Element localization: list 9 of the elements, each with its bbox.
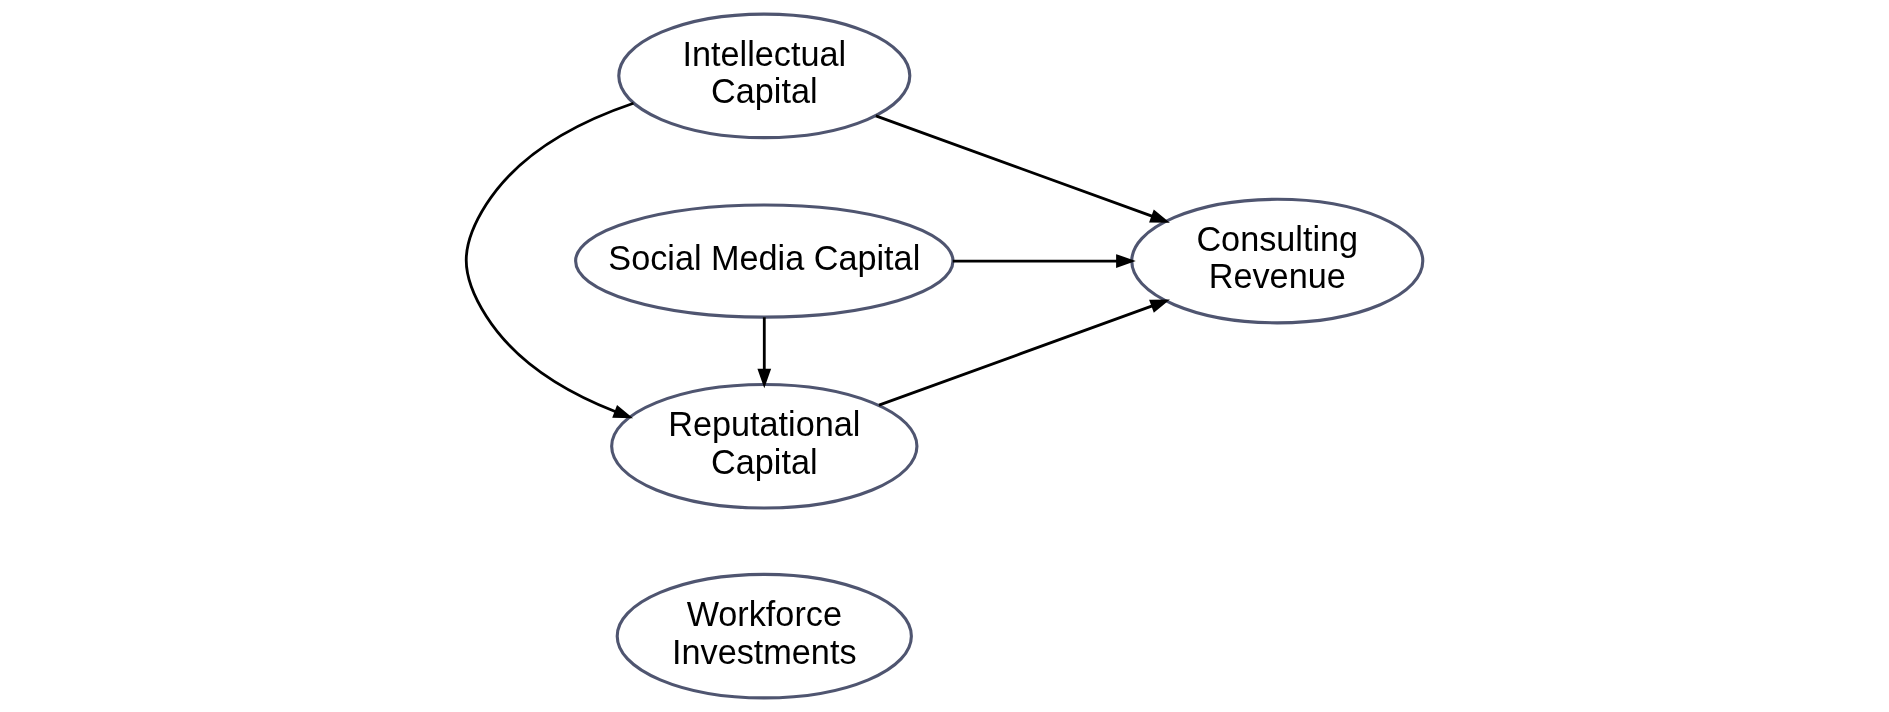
arrow [464, 101, 634, 419]
arrow [757, 317, 772, 389]
node-ellipse: Intellectual Capital [617, 12, 912, 140]
node-ellipse: Consulting Revenue [1130, 197, 1425, 325]
node-ellipse: Workforce Investments [615, 572, 913, 700]
arrow [875, 114, 1170, 223]
arrow [878, 299, 1170, 407]
arrow [952, 254, 1136, 268]
node-ellipse: Social Media Capital [574, 203, 955, 319]
